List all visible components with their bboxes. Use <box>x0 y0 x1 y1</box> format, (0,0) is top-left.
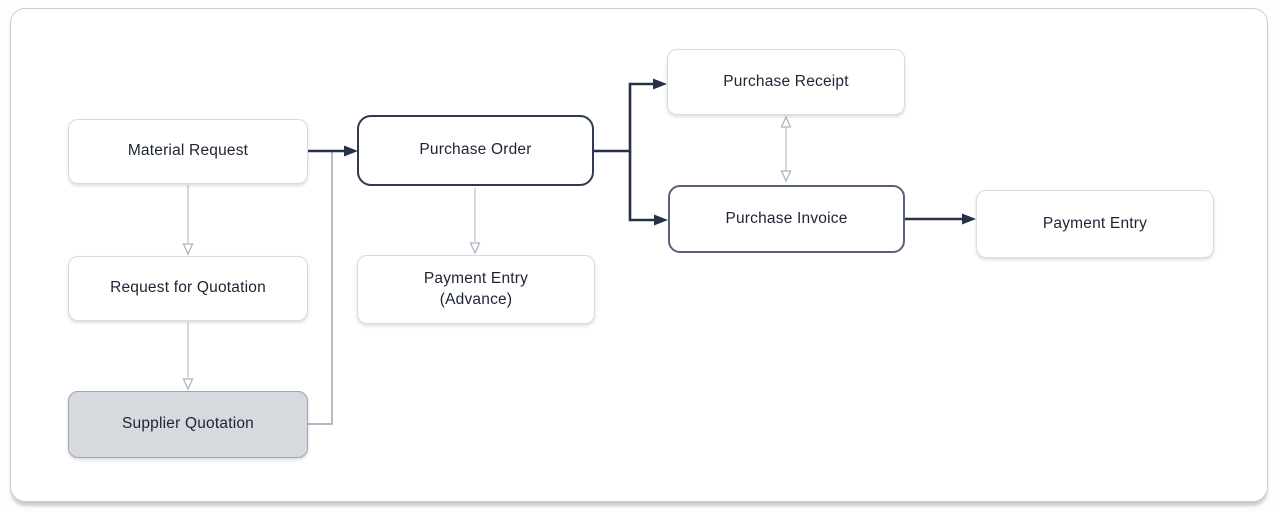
node-supplier-quotation-label: Supplier Quotation <box>122 415 254 433</box>
node-purchase-order: Purchase Order <box>357 115 594 186</box>
node-purchase-invoice: Purchase Invoice <box>668 185 905 253</box>
node-payment-entry-advance-line2: (Advance) <box>439 290 513 308</box>
node-purchase-invoice-label: Purchase Invoice <box>725 209 848 227</box>
node-payment-entry-advance: Payment Entry (Advance) <box>357 255 595 324</box>
node-payment-entry: Payment Entry <box>976 190 1214 258</box>
node-purchase-order-label: Purchase Order <box>419 141 532 159</box>
node-request-for-quotation-label: Request for Quotation <box>110 279 266 297</box>
node-payment-entry-advance-line1: Payment Entry <box>423 269 529 287</box>
node-payment-entry-advance-label: Payment Entry (Advance) <box>424 269 528 311</box>
node-material-request: Material Request <box>68 119 308 184</box>
node-material-request-label: Material Request <box>127 142 249 160</box>
node-purchase-receipt: Purchase Receipt <box>667 49 905 115</box>
node-purchase-receipt-label: Purchase Receipt <box>723 72 849 90</box>
node-payment-entry-label: Payment Entry <box>1042 214 1148 232</box>
node-request-for-quotation: Request for Quotation <box>68 256 308 321</box>
node-supplier-quotation: Supplier Quotation <box>68 391 308 458</box>
